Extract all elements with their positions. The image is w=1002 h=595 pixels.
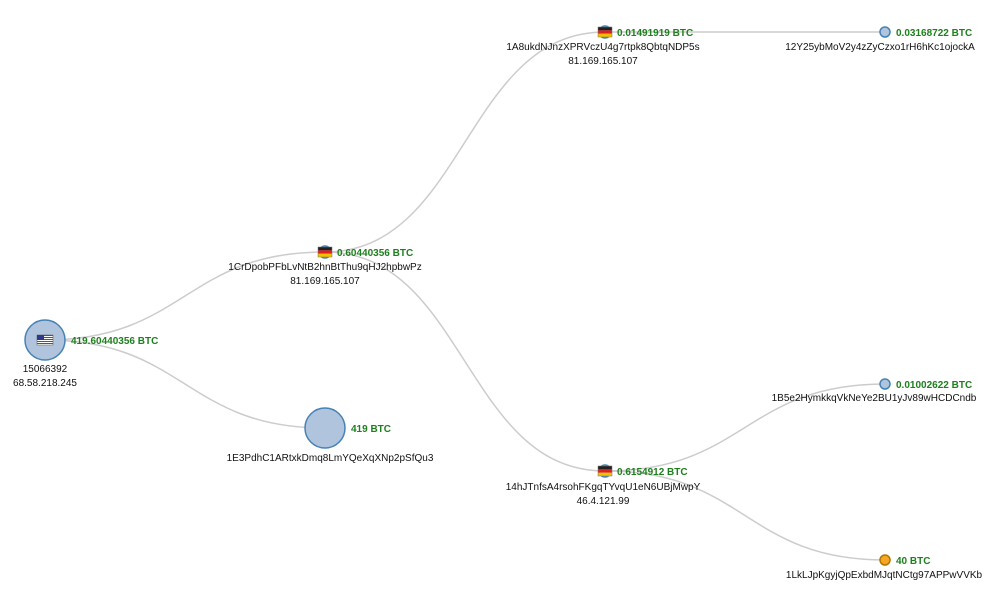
de-flag-icon bbox=[597, 26, 613, 38]
tx-node-n2[interactable]: 419 BTC 1E3PdhC1ARtxkDmq8LmYQeXqXNp2pSfQu… bbox=[227, 407, 434, 464]
link-n1-n5 bbox=[324, 251, 606, 472]
ip-label: 81.169.165.107 bbox=[290, 276, 360, 287]
address-label: 1B5e2HymkkqVkNeYe2BU1yJv89wHCDCndb bbox=[772, 393, 977, 404]
nodes-layer: 419.60440356 BTC 15066392 68.58.218.245 0.6… bbox=[13, 25, 983, 581]
address-label: 12Y25ybMoV2y4zZyCzxo1rH6hKc1ojockA bbox=[785, 42, 975, 53]
amount-label: 0.03168722 BTC bbox=[896, 28, 972, 39]
tx-node-n3[interactable]: 0.01491919 BTC 1A8ukdNJnzXPRVczU4g7rtpk8Q… bbox=[506, 25, 700, 67]
node-circle[interactable] bbox=[304, 407, 346, 449]
tx-node-root[interactable]: 419.60440356 BTC 15066392 68.58.218.245 bbox=[13, 319, 158, 389]
ip-label: 81.169.165.107 bbox=[568, 56, 638, 67]
de-flag-icon bbox=[317, 246, 333, 258]
amount-label: 40 BTC bbox=[896, 556, 930, 567]
address-label: 1LkLJpKgyjQpExbdMJqtNCtg97APPwVVKb bbox=[786, 570, 983, 581]
tx-node-n4[interactable]: 0.03168722 BTC 12Y25ybMoV2y4zZyCzxo1rH6hK… bbox=[785, 26, 975, 53]
ip-label: 68.58.218.245 bbox=[13, 378, 77, 389]
de-flag-icon bbox=[597, 465, 613, 477]
link-root-n2 bbox=[44, 339, 326, 429]
ip-label: 46.4.121.99 bbox=[577, 496, 630, 507]
address-label: 15066392 bbox=[23, 364, 68, 375]
us-flag-icon bbox=[36, 334, 54, 346]
node-circle[interactable] bbox=[879, 554, 891, 566]
address-label: 1E3PdhC1ARtxkDmq8LmYQeXqXNp2pSfQu3 bbox=[227, 453, 434, 464]
address-label: 1CrDpobPFbLvNtB2hnBtThu9qHJ2hpbwPz bbox=[228, 262, 421, 273]
amount-label: 0.01491919 BTC bbox=[617, 28, 693, 39]
amount-label: 419.60440356 BTC bbox=[71, 336, 158, 347]
amount-label: 419 BTC bbox=[351, 424, 391, 435]
tx-node-n1[interactable]: 0.60440356 BTC 1CrDpobPFbLvNtB2hnBtThu9qH… bbox=[228, 245, 422, 287]
link-root-n1 bbox=[44, 251, 326, 341]
address-label: 1A8ukdNJnzXPRVczU4g7rtpk8QbtqNDP5s bbox=[506, 42, 699, 53]
node-circle[interactable] bbox=[879, 378, 891, 390]
link-n5-n7 bbox=[604, 470, 886, 561]
amount-label: 0.6154912 BTC bbox=[617, 467, 688, 478]
node-circle[interactable] bbox=[879, 26, 891, 38]
links-layer bbox=[44, 31, 886, 561]
link-n1-n3 bbox=[324, 31, 606, 253]
tx-node-n7[interactable]: 40 BTC 1LkLJpKgyjQpExbdMJqtNCtg97APPwVVKb bbox=[786, 554, 983, 581]
tx-node-n5[interactable]: 0.6154912 BTC 14hJTnfsA4rsohFKgqTYvqU1eN6… bbox=[506, 464, 701, 507]
amount-label: 0.01002622 BTC bbox=[896, 380, 972, 391]
link-n5-n6 bbox=[604, 383, 886, 472]
address-label: 14hJTnfsA4rsohFKgqTYvqU1eN6UBjMwpY bbox=[506, 482, 701, 493]
tx-node-n6[interactable]: 0.01002622 BTC 1B5e2HymkkqVkNeYe2BU1yJv89… bbox=[772, 378, 977, 404]
amount-label: 0.60440356 BTC bbox=[337, 248, 413, 259]
